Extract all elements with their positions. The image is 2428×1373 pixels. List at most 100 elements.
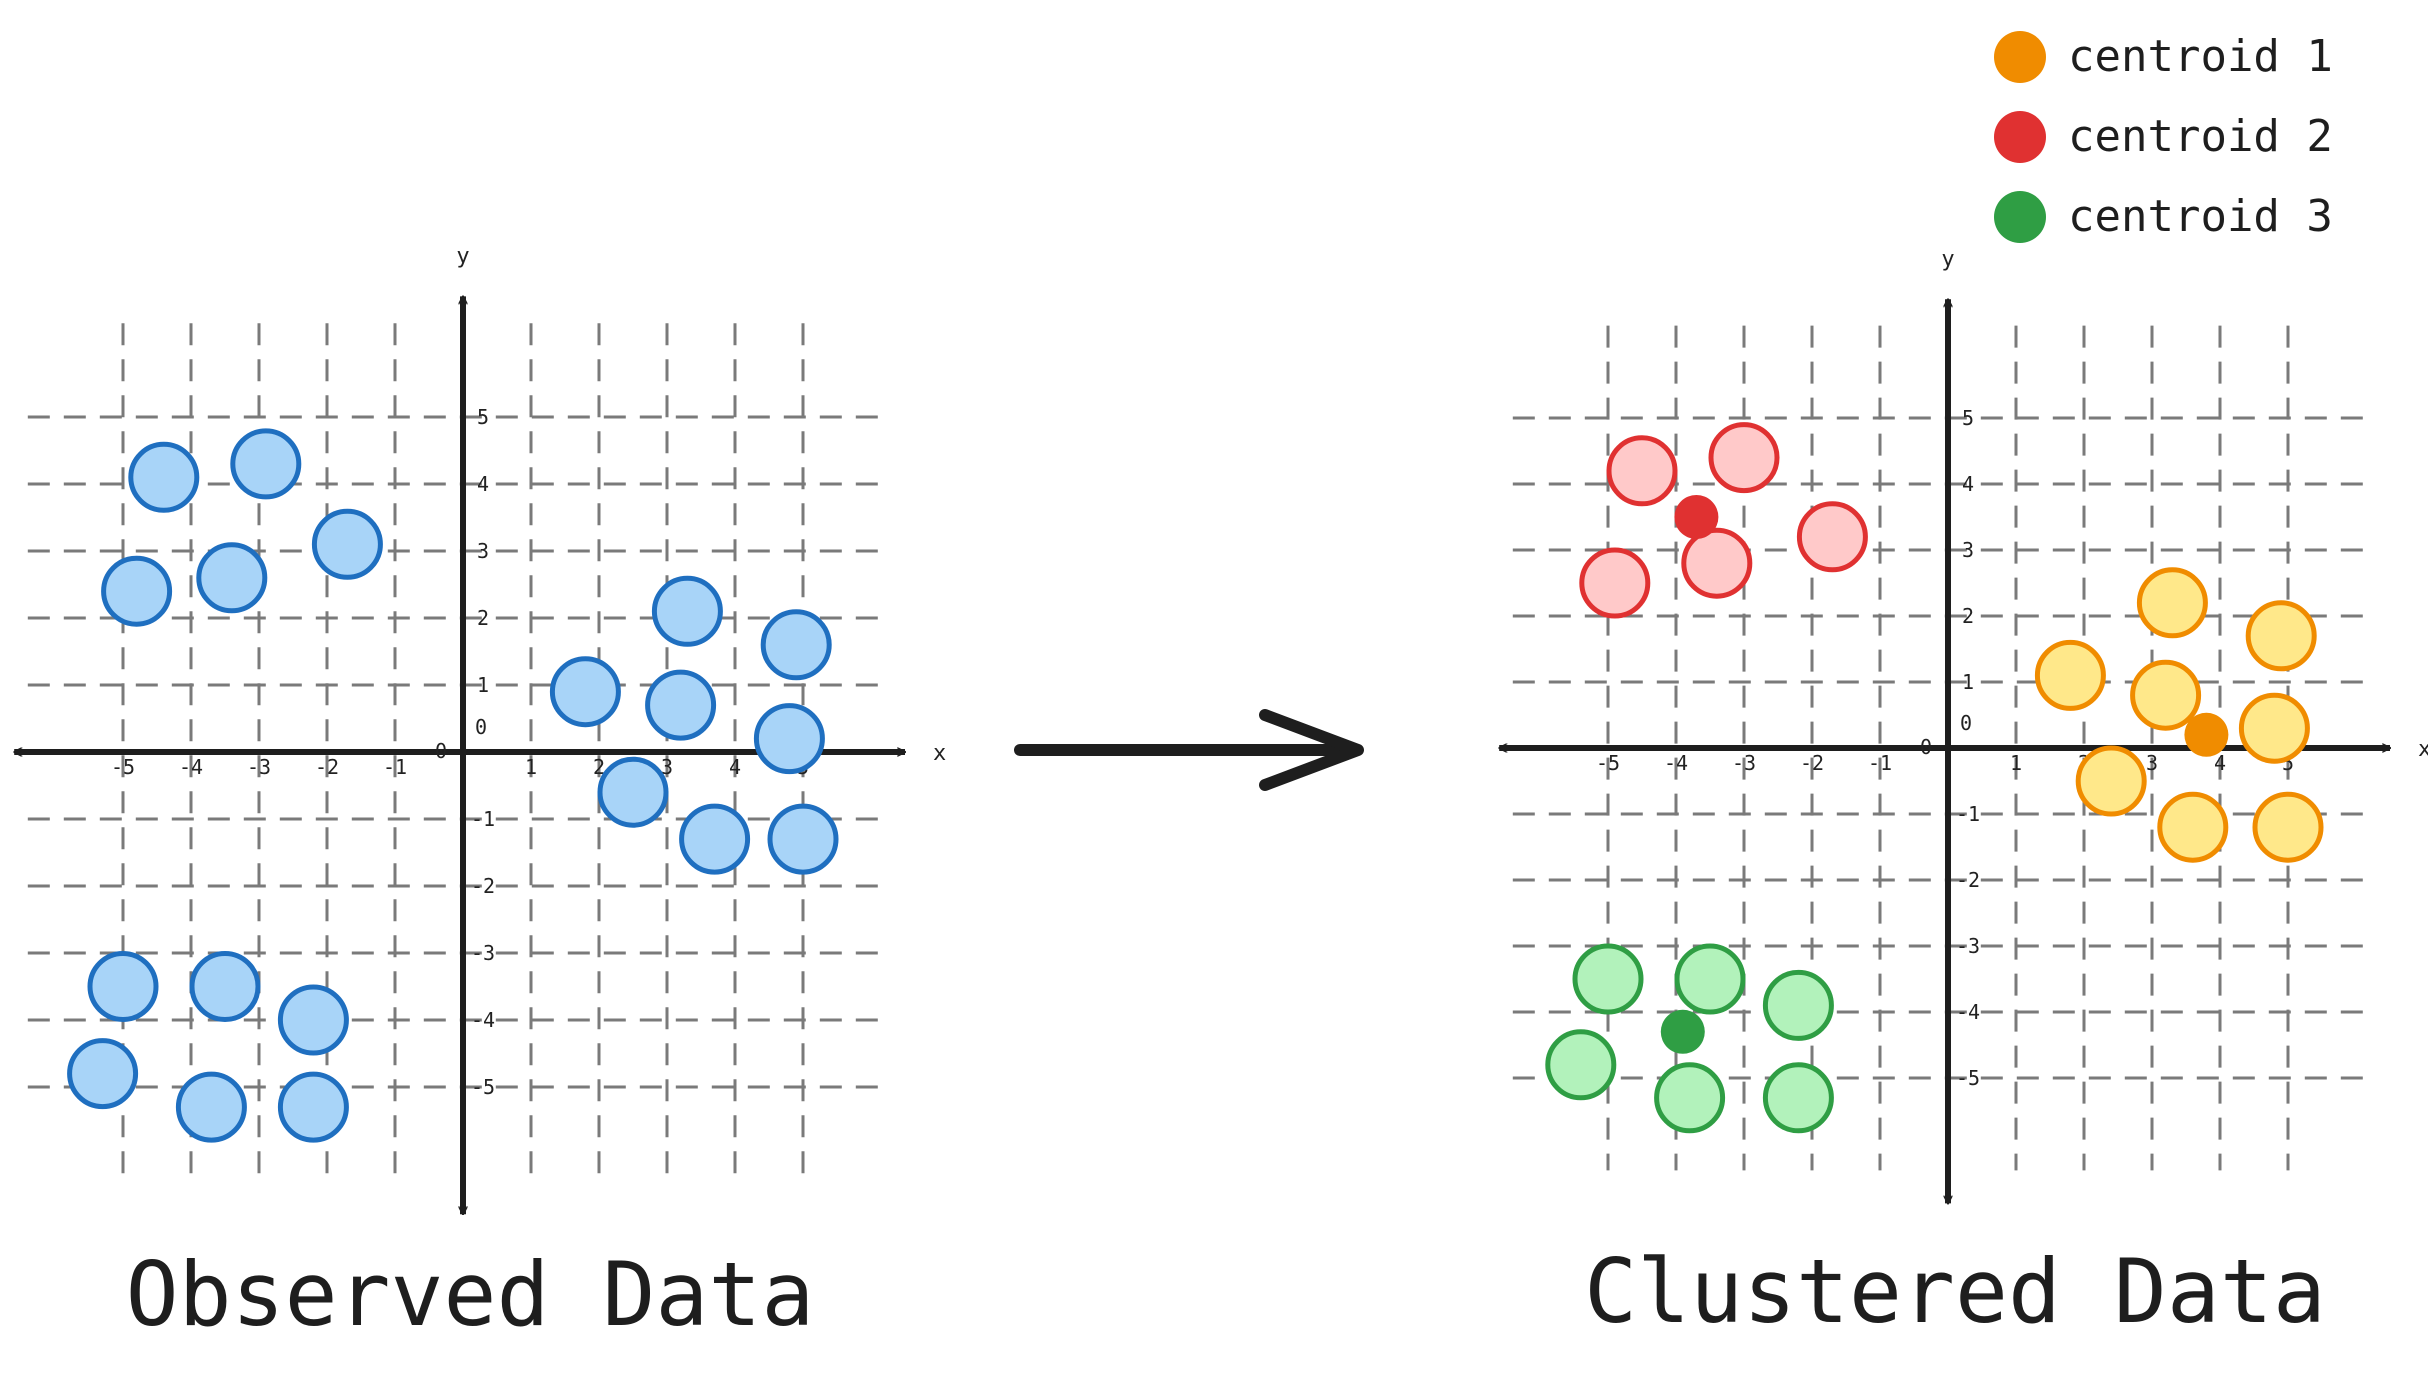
centroids	[1660, 495, 2229, 1054]
x-tick-label: 4	[729, 755, 741, 779]
data-point	[1654, 1062, 1726, 1134]
data-point	[128, 441, 200, 513]
x-tick-label: -1	[1868, 751, 1892, 775]
y-tick-label: 2	[477, 606, 489, 630]
y-tick-label: -3	[1956, 934, 1980, 958]
y-tick-label: -4	[1956, 1000, 1980, 1024]
x-tick-label: -1	[383, 755, 407, 779]
data-point	[1708, 422, 1780, 494]
data-point	[2034, 639, 2106, 711]
data-point	[2130, 659, 2202, 731]
x-tick-label: 0	[1920, 735, 1932, 759]
data-point	[277, 984, 349, 1056]
x-tick-label: -3	[1732, 751, 1756, 775]
data-point	[87, 951, 159, 1022]
x-tick-label: -2	[1800, 751, 1824, 775]
centroid-marker	[1660, 1009, 1705, 1054]
x-tick-label: -4	[1664, 751, 1688, 775]
data-point	[1579, 547, 1651, 619]
y-tick-label: -2	[1956, 868, 1980, 892]
data-point	[1674, 943, 1746, 1015]
data-point	[196, 542, 268, 614]
x-tick-label: 3	[661, 755, 673, 779]
y-tick-label: 3	[1962, 538, 1974, 562]
data-point	[230, 428, 302, 500]
x-tick-label: -3	[247, 755, 271, 779]
x-tick-label: -4	[179, 755, 203, 779]
legend-swatch	[1994, 31, 2046, 83]
data-point	[1762, 1062, 1834, 1134]
data-point	[753, 703, 825, 775]
x-tick-label: 2	[593, 755, 605, 779]
legend-label: centroid 3	[2068, 191, 2333, 242]
data-point	[1681, 527, 1753, 599]
x-tick-label: -5	[111, 755, 135, 779]
data-point	[1796, 501, 1868, 573]
legend-swatch	[1994, 111, 2046, 163]
data-point	[2245, 600, 2317, 672]
y-tick-label: 4	[477, 472, 489, 496]
transform-arrow	[1014, 709, 1364, 791]
x-tick-label: 1	[525, 755, 537, 779]
clustered-data-chart: -5-4-3-2-1012345543210-1-2-3-4-5 x y Clu…	[1499, 247, 2428, 1343]
chart-title: Clustered Data	[1584, 1240, 2326, 1343]
y-axis-label: y	[456, 244, 469, 269]
data-point	[1572, 943, 1644, 1015]
y-tick-label: -4	[471, 1008, 495, 1032]
tick-labels: -5-4-3-2-1012345543210-1-2-3-4-5	[111, 405, 809, 1099]
data-point	[2075, 745, 2147, 817]
y-tick-label: 4	[1962, 472, 1974, 496]
legend-label: centroid 2	[2068, 111, 2333, 162]
data-point	[1762, 969, 1834, 1041]
data-point	[597, 756, 669, 828]
y-tick-label: 2	[1962, 604, 1974, 628]
data-point	[679, 803, 751, 875]
centroid-marker	[1674, 495, 1719, 539]
x-tick-label: -2	[315, 755, 339, 779]
chart-title: Observed Data	[126, 1243, 815, 1346]
y-tick-label: -1	[471, 807, 495, 831]
data-point	[2157, 791, 2229, 863]
data-point	[1606, 435, 1678, 507]
data-point	[2238, 692, 2310, 764]
x-tick-label: 1	[2010, 751, 2022, 775]
data-point	[549, 656, 621, 728]
legend-label: centroid 1	[2068, 31, 2333, 82]
data-point	[277, 1071, 349, 1143]
y-tick-label: 1	[477, 673, 489, 697]
y-tick-label: 0	[475, 715, 487, 739]
y-tick-label: 5	[477, 405, 489, 429]
axes	[1499, 299, 2390, 1203]
data-point	[651, 575, 723, 647]
y-tick-label: 0	[1960, 711, 1972, 735]
data-point	[2252, 791, 2324, 863]
x-axis-label: x	[2418, 737, 2428, 762]
data-point	[311, 508, 383, 580]
legend: centroid 1 centroid 2 centroid 3	[1994, 31, 2333, 243]
y-axis-label: y	[1941, 247, 1954, 272]
data-point	[645, 669, 717, 741]
data-point	[101, 555, 173, 627]
data-points	[67, 428, 839, 1143]
centroid-marker	[2184, 712, 2229, 757]
legend-swatch	[1994, 191, 2046, 243]
y-tick-label: -3	[471, 941, 495, 965]
y-tick-label: -5	[471, 1075, 495, 1099]
data-point	[767, 803, 839, 875]
data-point	[189, 951, 261, 1022]
data-point	[2136, 567, 2208, 639]
x-tick-label: -5	[1596, 751, 1620, 775]
observed-data-chart: -5-4-3-2-1012345543210-1-2-3-4-5 x y Obs…	[14, 244, 946, 1346]
y-tick-label: 3	[477, 539, 489, 563]
data-points	[1545, 422, 2324, 1134]
x-tick-label: 3	[2146, 751, 2158, 775]
y-tick-label: -1	[1956, 802, 1980, 826]
data-point	[760, 609, 832, 681]
y-tick-label: 1	[1962, 670, 1974, 694]
y-tick-label: -2	[471, 874, 495, 898]
y-tick-label: -5	[1956, 1066, 1980, 1090]
x-axis-label: x	[933, 741, 946, 766]
data-point	[67, 1038, 139, 1110]
x-tick-label: 0	[435, 739, 447, 763]
